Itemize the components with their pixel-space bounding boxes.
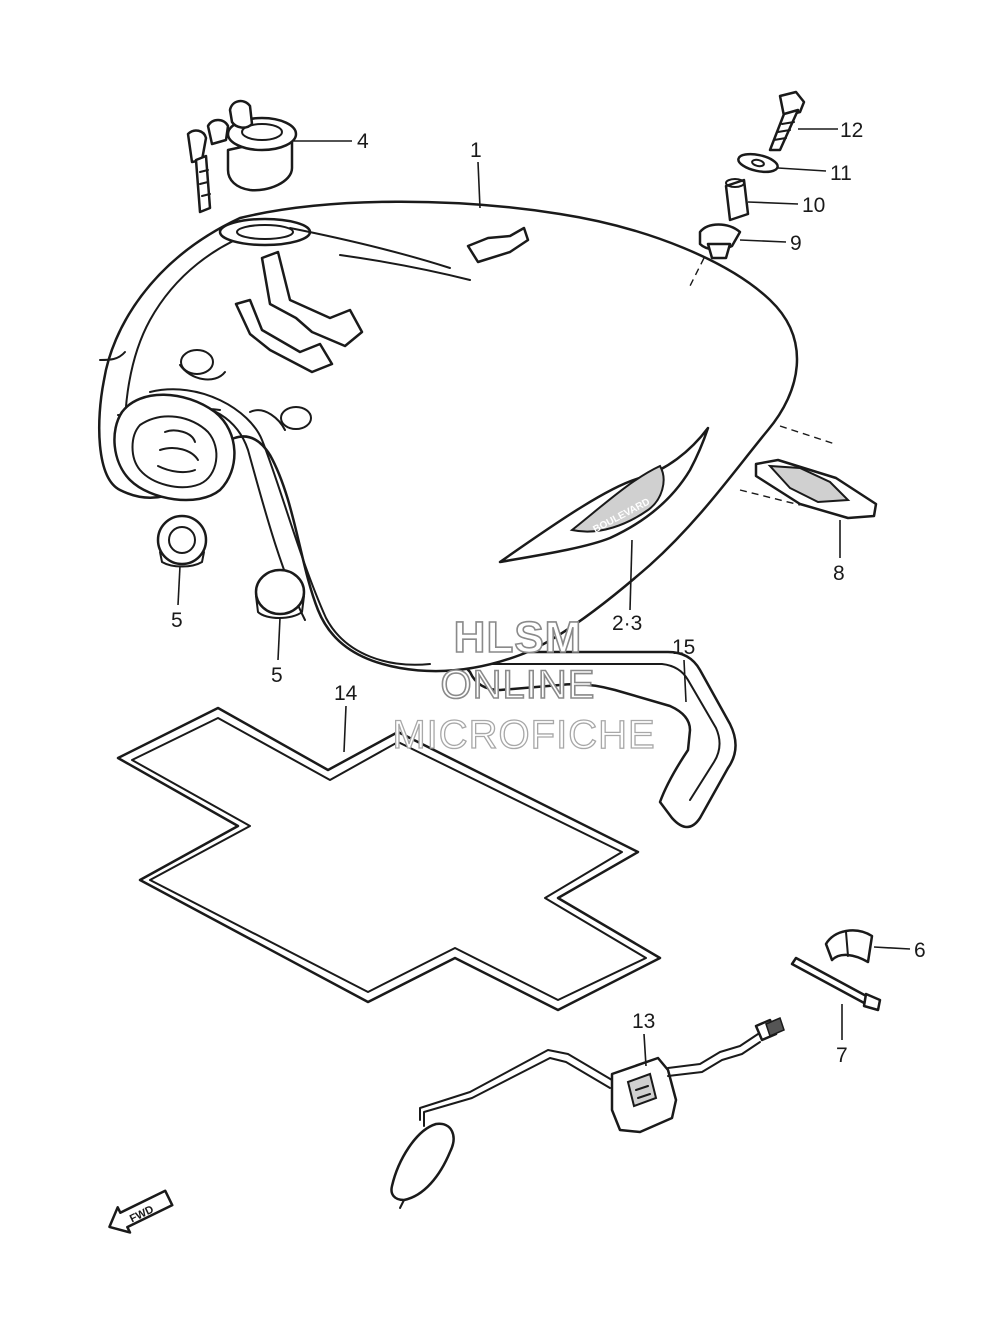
callout-4: 4: [357, 130, 369, 153]
callout-labels: 1 4 12 11 10 9 2·3 8 5 5 14 15 6 7 13: [171, 119, 926, 1067]
part-7-cable-tie: [790, 956, 882, 1012]
part-14-tank-cushion: [116, 706, 662, 1012]
callout-7: 7: [836, 1044, 848, 1067]
part-5-plug-right: [254, 568, 306, 619]
watermark-line-3: MICROFICHE: [392, 713, 655, 757]
part-6-clamp: [824, 929, 874, 964]
tank-emblem-boulevard: BOULEVARD: [498, 426, 710, 564]
callout-12: 12: [840, 119, 863, 142]
watermark: HLSM ONLINE MICROFICHE: [392, 612, 656, 757]
part-5-grommet-left: [156, 514, 208, 568]
callout-8: 8: [833, 562, 845, 585]
callout-15: 15: [672, 636, 695, 659]
part-11-washer: [737, 152, 779, 174]
part-4-fuel-cap-key: [186, 99, 298, 214]
callout-13: 13: [632, 1010, 655, 1033]
fwd-arrow: FWD: [108, 1189, 174, 1234]
part-13-fuel-level-gauge: [390, 1016, 785, 1209]
callout-2-3: 2·3: [612, 612, 642, 635]
part-9-bushing: [689, 223, 742, 287]
part-10-spacer: [724, 178, 750, 222]
callout-6: 6: [914, 939, 926, 962]
callout-11: 11: [830, 162, 852, 185]
part-12-bolt: [768, 90, 806, 152]
callout-5b: 5: [271, 664, 283, 687]
part-1-fuel-tank: BOULEVARD: [98, 200, 799, 673]
callout-10: 10: [802, 194, 825, 217]
callout-5a: 5: [171, 609, 183, 632]
watermark-line-2: ONLINE: [441, 663, 596, 707]
watermark-line-1: HLSM: [454, 613, 583, 662]
callout-14: 14: [334, 682, 358, 705]
leader-lines: [177, 128, 911, 1067]
callout-1: 1: [470, 139, 482, 162]
callout-9: 9: [790, 232, 802, 255]
part-15-tank-strap-cushion: [450, 650, 737, 829]
part-8-rear-cushion: [739, 425, 878, 520]
